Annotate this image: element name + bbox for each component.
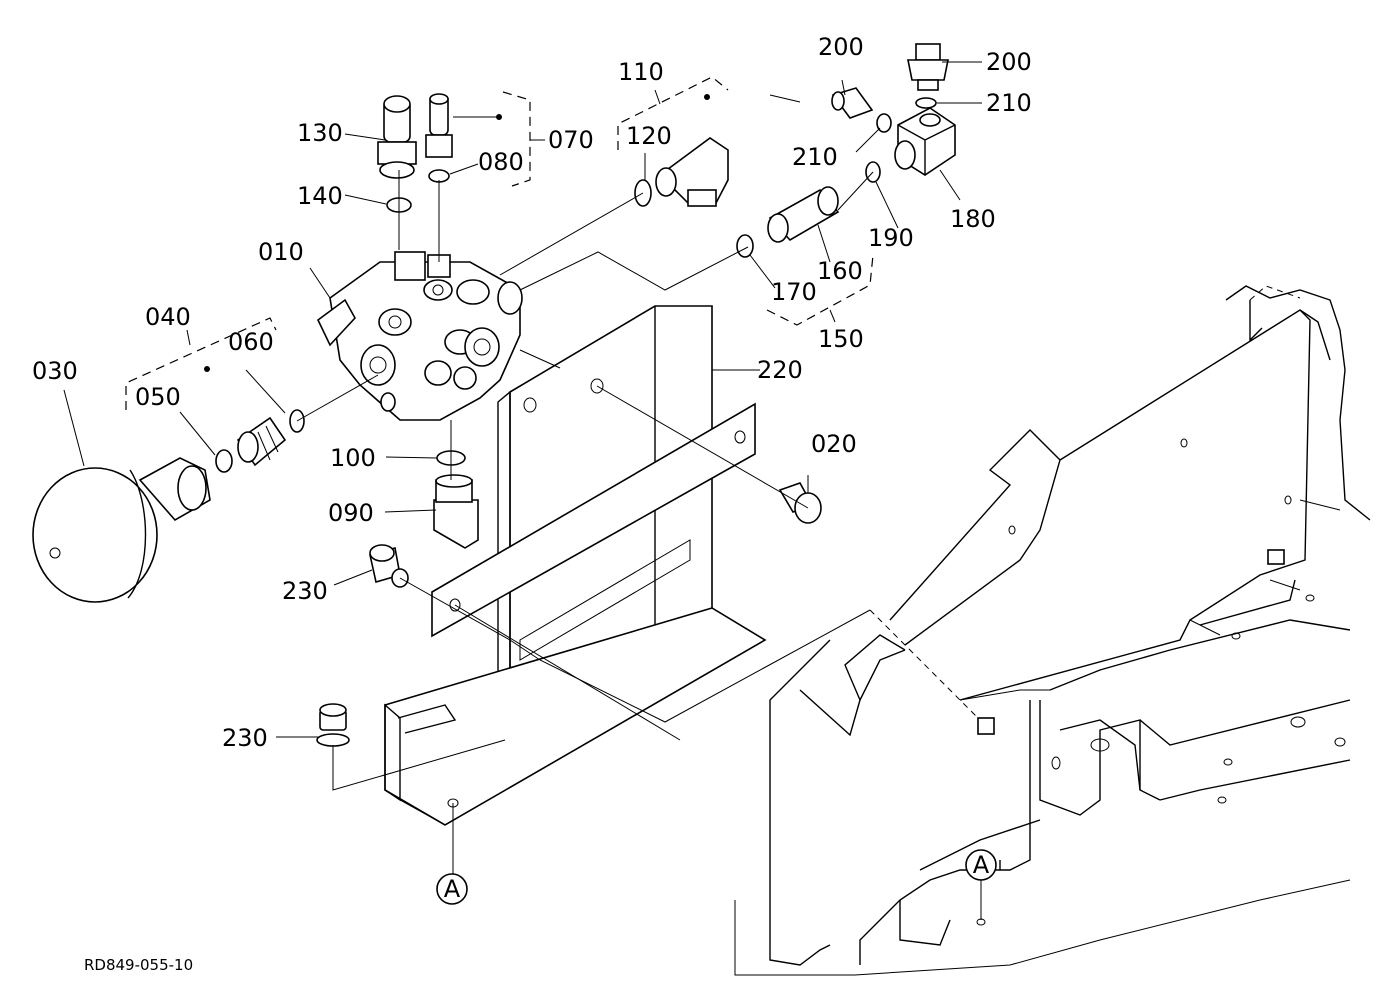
group-bracket-070 bbox=[502, 91, 545, 187]
group-bracket-110 bbox=[617, 76, 729, 150]
fitting-200-top bbox=[907, 43, 949, 91]
group-bracket-040 bbox=[125, 317, 277, 410]
svg-text:A: A bbox=[444, 875, 461, 903]
fitting-040 bbox=[236, 416, 287, 467]
label-180: 180 bbox=[950, 205, 996, 233]
label-210-right: 210 bbox=[986, 89, 1032, 117]
label-010: 010 bbox=[258, 238, 304, 266]
bolt-230-upper bbox=[369, 544, 409, 588]
label-100: 100 bbox=[330, 444, 376, 472]
label-190: 190 bbox=[868, 224, 914, 252]
drawing-code: RD849-055-10 bbox=[84, 956, 193, 974]
tractor-frame bbox=[734, 285, 1371, 976]
bolt-020 bbox=[778, 482, 822, 524]
fitting-200-left bbox=[831, 87, 874, 119]
elbow-090 bbox=[433, 474, 479, 549]
o-ring-170 bbox=[736, 234, 754, 258]
note-dot bbox=[704, 94, 710, 100]
fitting-070 bbox=[425, 93, 453, 158]
label-080: 080 bbox=[478, 148, 524, 176]
label-230-upper: 230 bbox=[282, 577, 328, 605]
hidden-line-frame bbox=[1249, 285, 1301, 301]
label-020: 020 bbox=[811, 430, 857, 458]
label-210-left: 210 bbox=[792, 143, 838, 171]
label-150: 150 bbox=[818, 325, 864, 353]
assembly-lines bbox=[296, 170, 982, 920]
valve-body-010 bbox=[316, 251, 523, 421]
reference-mark-right: A bbox=[965, 849, 997, 926]
reference-mark-left: A bbox=[436, 873, 468, 905]
o-ring-210-left bbox=[876, 113, 892, 133]
label-140: 140 bbox=[297, 182, 343, 210]
strap-plate bbox=[431, 402, 756, 638]
label-230-lower: 230 bbox=[222, 724, 268, 752]
bolt-230-lower bbox=[316, 703, 350, 747]
hidden-line bbox=[869, 609, 979, 719]
callout-labels: 130 070 080 140 010 040 060 030 050 100 … bbox=[32, 33, 1032, 752]
bracket-base-plate bbox=[384, 607, 767, 826]
label-200-right: 200 bbox=[986, 48, 1032, 76]
svg-text:A: A bbox=[973, 851, 990, 879]
label-110: 110 bbox=[618, 58, 664, 86]
leader-lines bbox=[63, 61, 982, 738]
note-dot bbox=[204, 366, 210, 372]
label-060: 060 bbox=[228, 328, 274, 356]
label-040: 040 bbox=[145, 303, 191, 331]
label-160: 160 bbox=[817, 257, 863, 285]
o-ring-050 bbox=[215, 449, 233, 473]
tee-block-180 bbox=[894, 107, 956, 176]
label-070: 070 bbox=[548, 126, 594, 154]
label-090: 090 bbox=[328, 499, 374, 527]
label-130: 130 bbox=[297, 119, 343, 147]
elbow-110 bbox=[655, 137, 729, 207]
label-170: 170 bbox=[771, 278, 817, 306]
fitting-130 bbox=[377, 95, 417, 179]
label-200-left: 200 bbox=[818, 33, 864, 61]
label-030: 030 bbox=[32, 357, 78, 385]
label-220: 220 bbox=[757, 356, 803, 384]
label-120: 120 bbox=[626, 122, 672, 150]
group-bracket-150 bbox=[766, 254, 874, 326]
accumulator-030 bbox=[32, 457, 211, 603]
o-ring-210-top bbox=[915, 97, 937, 109]
label-050: 050 bbox=[135, 383, 181, 411]
coupling-160 bbox=[767, 186, 840, 243]
